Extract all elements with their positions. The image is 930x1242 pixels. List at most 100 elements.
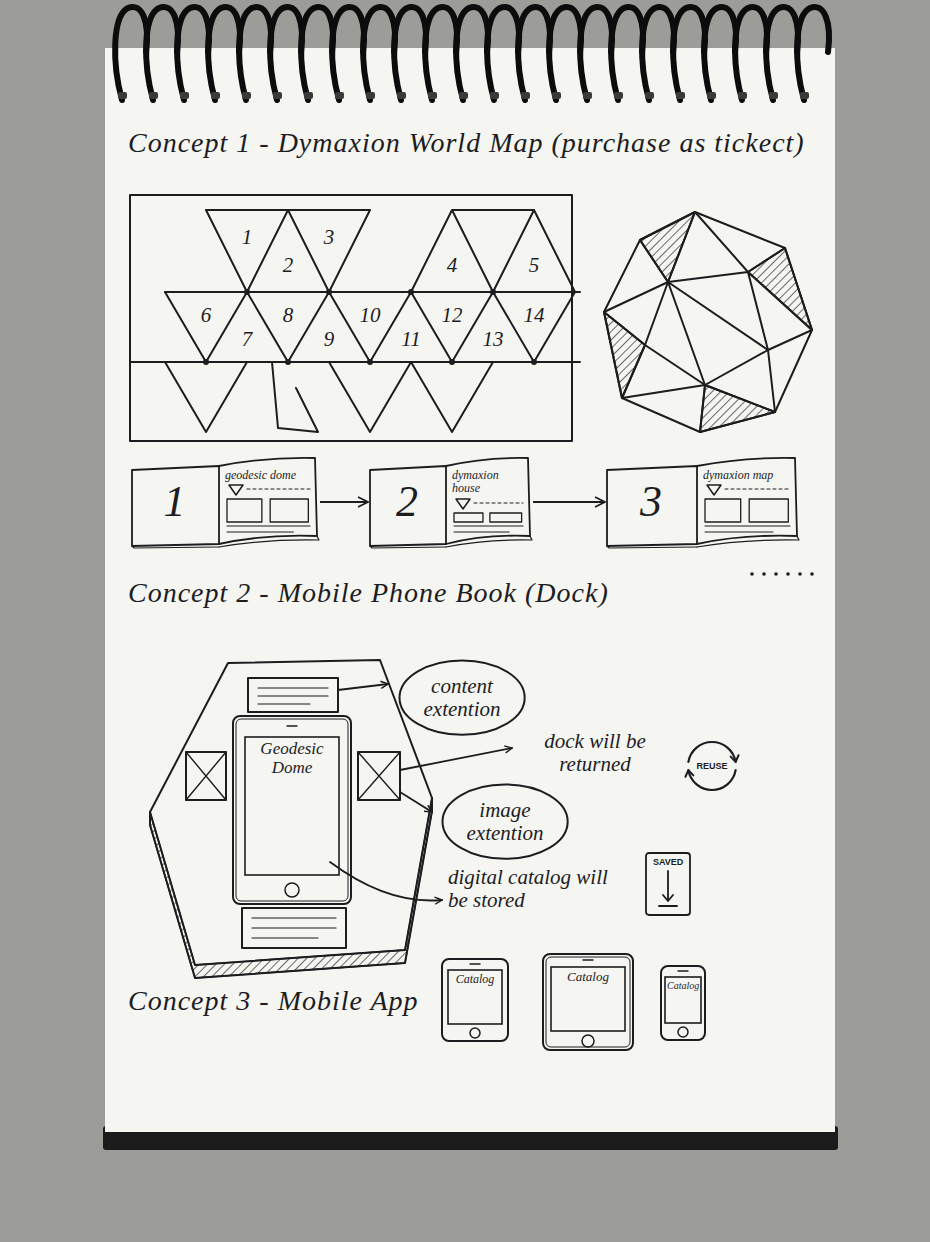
- vertex-dot: [531, 359, 537, 365]
- bubble-outline: [442, 785, 567, 859]
- spiral-coil: [301, 7, 333, 100]
- book-number: 3: [605, 480, 697, 524]
- callout-bubble: image extention: [441, 783, 569, 860]
- page-sketch: [247, 489, 310, 490]
- page-sketch: [454, 526, 523, 527]
- dock-sketch: [248, 678, 338, 712]
- spiral-coil: [797, 7, 829, 100]
- book-number: 2: [368, 480, 446, 524]
- page-sketch: [490, 513, 522, 522]
- icosahedron-sketch: [604, 212, 812, 432]
- spiral-coil: [332, 7, 364, 100]
- callout-number: 8: [283, 305, 294, 326]
- callout-number: 14: [524, 305, 545, 326]
- callout-number: 1: [242, 227, 253, 248]
- saved-icon: SAVED: [645, 852, 691, 916]
- book-sketch: 3dymaxion map: [605, 456, 800, 548]
- dymaxion-map-net: [165, 292, 575, 362]
- dock-sketch: [358, 752, 400, 800]
- continuation-dots: [786, 572, 790, 576]
- page-sketch: [454, 513, 483, 522]
- phone-sketch: Catalog: [542, 953, 634, 1051]
- dymaxion-map-net: [165, 362, 493, 432]
- callout-number: 6: [201, 305, 212, 326]
- vertex-dot: [326, 289, 332, 295]
- node-outline: [368, 456, 533, 548]
- leader-arrow: [400, 748, 512, 770]
- spiral-coil: [425, 7, 457, 100]
- concept-heading: Concept 2 - Mobile Phone Book (Dock): [128, 578, 728, 609]
- dock-sketch: [186, 752, 226, 800]
- dock-sketch: [150, 798, 432, 978]
- phone-speaker: [287, 725, 297, 726]
- spiral-coil: [611, 7, 643, 100]
- node-outline: [542, 953, 634, 1051]
- callout-number: 7: [242, 329, 253, 350]
- spiral-coil: [766, 7, 798, 100]
- reuse-arrow: [688, 770, 735, 790]
- concept-heading: Concept 3 - Mobile App: [128, 986, 428, 1017]
- icon-text: SAVED: [653, 858, 683, 867]
- spiral-coil: [394, 7, 426, 100]
- book-outline: [697, 458, 797, 544]
- icosahedron-sketch: [604, 212, 812, 432]
- page-sketch: [229, 485, 243, 495]
- book-outline: [370, 546, 446, 548]
- phone-speaker: [678, 970, 688, 971]
- callout-number: 11: [401, 329, 420, 350]
- concept-heading: Concept 1 - Dymaxion World Map (purchase…: [128, 128, 848, 159]
- spiral-coil: [115, 7, 147, 100]
- book-sketch: 2dymaxion house: [368, 456, 533, 548]
- dock-sketch: [258, 688, 328, 704]
- dock-sketch: [186, 752, 226, 800]
- page-sketch: [456, 499, 470, 509]
- page-sketch: [454, 532, 509, 533]
- callout-number: 10: [360, 305, 381, 326]
- phone-screen: [551, 967, 625, 1031]
- home-button: [678, 1027, 688, 1037]
- book-outline: [219, 536, 319, 547]
- leader-arrow: [338, 684, 388, 690]
- book-sketch: 1 geodesic dome: [130, 456, 320, 548]
- page-sketch: [705, 499, 741, 522]
- page-sketch: [749, 499, 788, 522]
- spiral-coil: [704, 7, 736, 100]
- dymaxion-map-net: [411, 210, 575, 292]
- book-outline: [132, 546, 219, 548]
- vertex-dot: [203, 289, 537, 365]
- callout-note: dock will be returned: [520, 730, 670, 776]
- spiral-coil: [146, 7, 178, 100]
- phone-outline: [543, 954, 633, 1050]
- spiral-coil: [735, 7, 767, 100]
- book-page-title: dymaxion house: [452, 469, 525, 496]
- callout-number: 4: [447, 255, 458, 276]
- phone-outline: [233, 716, 351, 904]
- callout-note: digital catalog will be stored: [448, 866, 608, 912]
- page-sketch: [227, 532, 293, 533]
- page-sketch: [725, 489, 790, 490]
- callout-number: 3: [324, 227, 335, 248]
- book-outline: [219, 458, 317, 544]
- vertex-dot: [244, 289, 250, 295]
- page-sketch: [707, 485, 721, 495]
- phone-sketch: Catalog: [441, 958, 509, 1042]
- dock-sketch: [242, 908, 346, 948]
- book-outline: [607, 546, 697, 548]
- flow-arrow: [533, 501, 605, 503]
- callout-number: 2: [283, 255, 294, 276]
- page-sketch: [270, 499, 308, 522]
- download-arrow: [663, 895, 673, 901]
- dymaxion-map-net: [206, 210, 370, 292]
- page-sketch: [227, 499, 262, 522]
- book-page-title: geodesic dome: [225, 469, 312, 482]
- book-number: 1: [130, 480, 219, 524]
- home-button: [470, 1028, 480, 1038]
- bubble-text: image extention: [465, 799, 544, 845]
- vertex-dot: [367, 359, 373, 365]
- leader-arrow: [330, 862, 442, 901]
- bubble-text: content extention: [422, 675, 501, 721]
- spiral-coil: [239, 7, 271, 100]
- dymaxion-map-net: [130, 195, 580, 441]
